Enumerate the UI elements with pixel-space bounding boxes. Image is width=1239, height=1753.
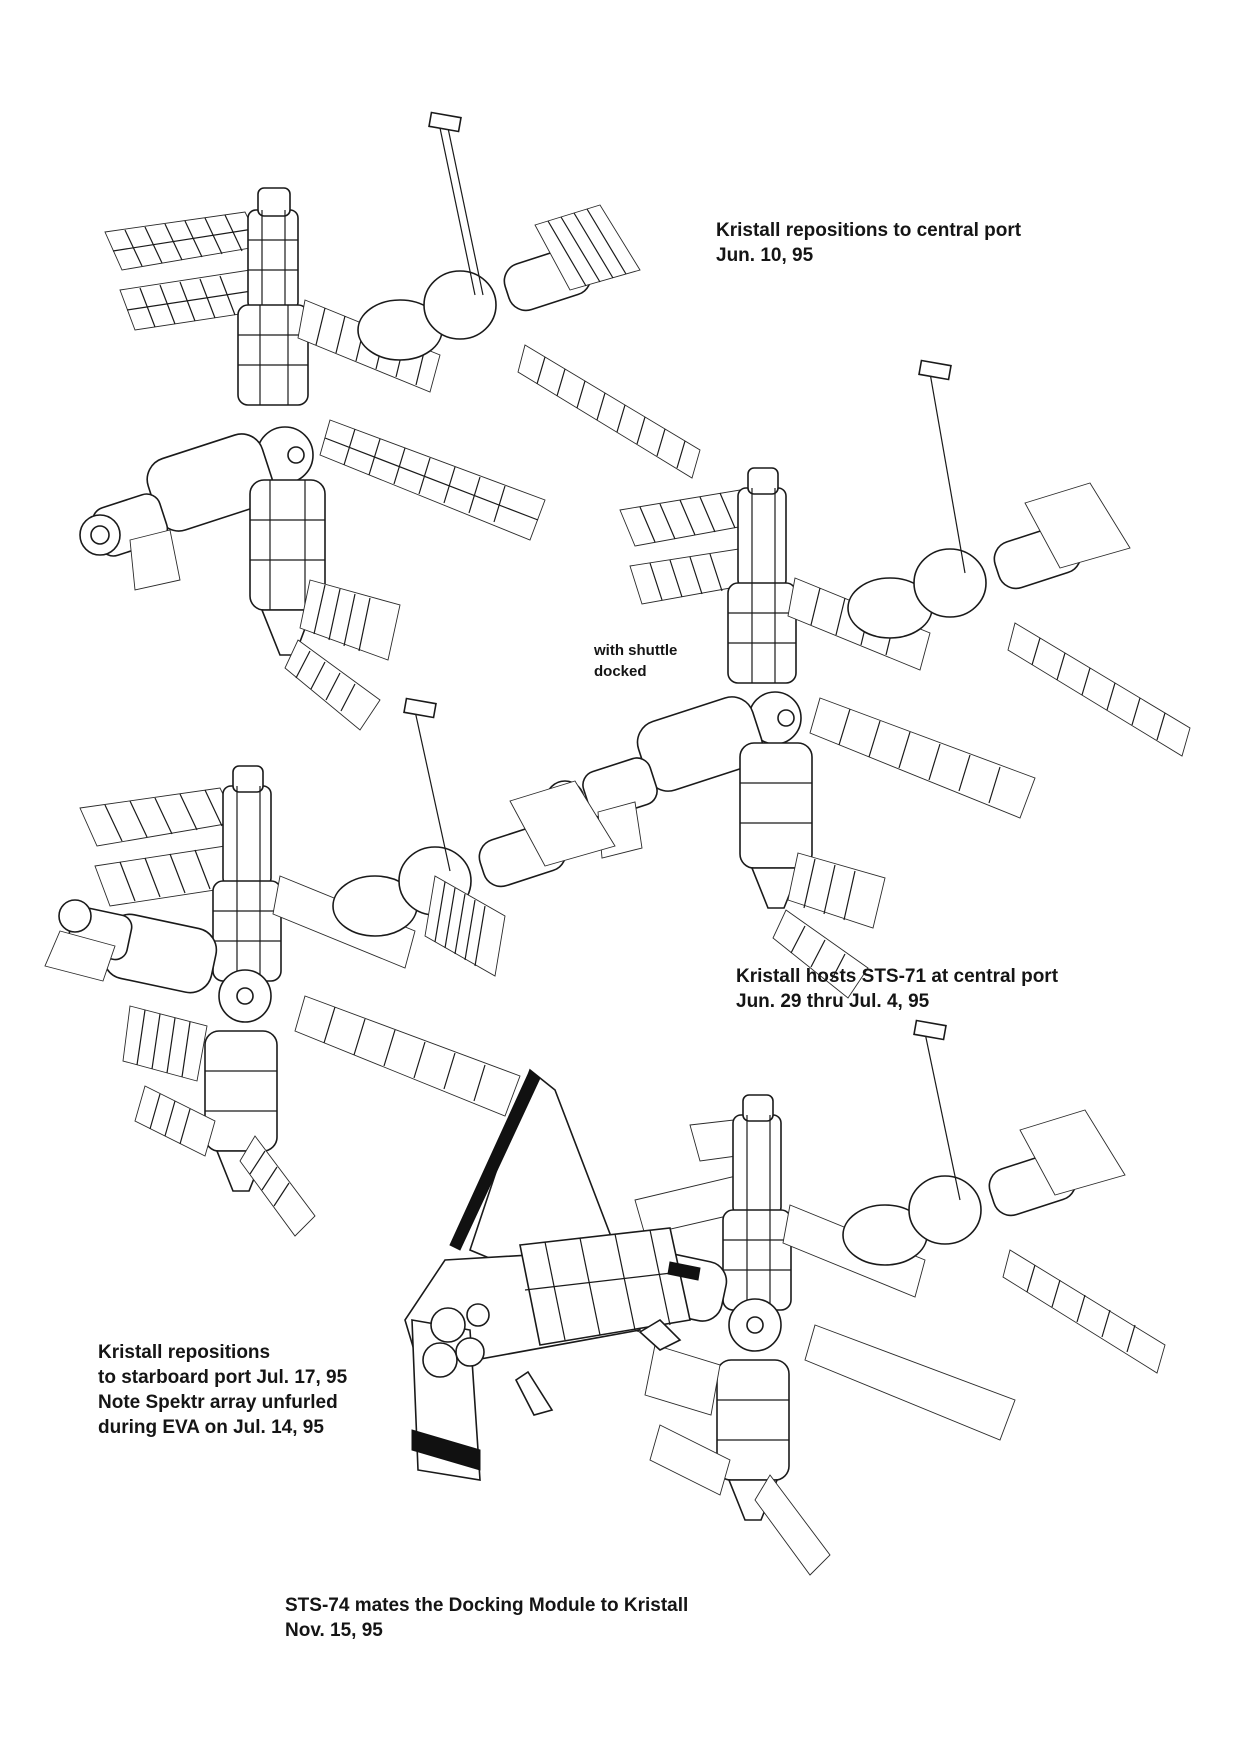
caption-line: Kristall repositions to central port xyxy=(716,220,1022,241)
caption-sts71-central-port: Kristall hosts STS-71 at central port Ju… xyxy=(736,964,1058,1014)
caption-line: Jun. 29 thru Jul. 4, 95 xyxy=(736,991,930,1012)
caption-kristall-starboard-port: Kristall repositions to starboard port J… xyxy=(98,1340,347,1440)
caption-line: Note Spektr array unfurled xyxy=(98,1392,338,1413)
caption-line: Kristall repositions xyxy=(98,1342,271,1363)
caption-sts74-docking-module: STS-74 mates the Docking Module to Krist… xyxy=(285,1593,688,1643)
caption-line: to starboard port Jul. 17, 95 xyxy=(98,1367,348,1388)
caption-kristall-central-port: Kristall repositions to central port Jun… xyxy=(716,218,1021,268)
caption-line: with shuttle xyxy=(594,642,678,659)
caption-line: STS-74 mates the Docking Module to Krist… xyxy=(285,1595,689,1616)
caption-line: during EVA on Jul. 14, 95 xyxy=(98,1417,324,1438)
caption-line: docked xyxy=(594,663,647,680)
caption-with-shuttle-docked: with shuttle docked xyxy=(594,640,677,682)
caption-line: Jun. 10, 95 xyxy=(716,245,814,266)
caption-line: Nov. 15, 95 xyxy=(285,1620,383,1641)
caption-line: Kristall hosts STS-71 at central port xyxy=(736,966,1059,987)
space-shuttle xyxy=(404,1068,701,1481)
